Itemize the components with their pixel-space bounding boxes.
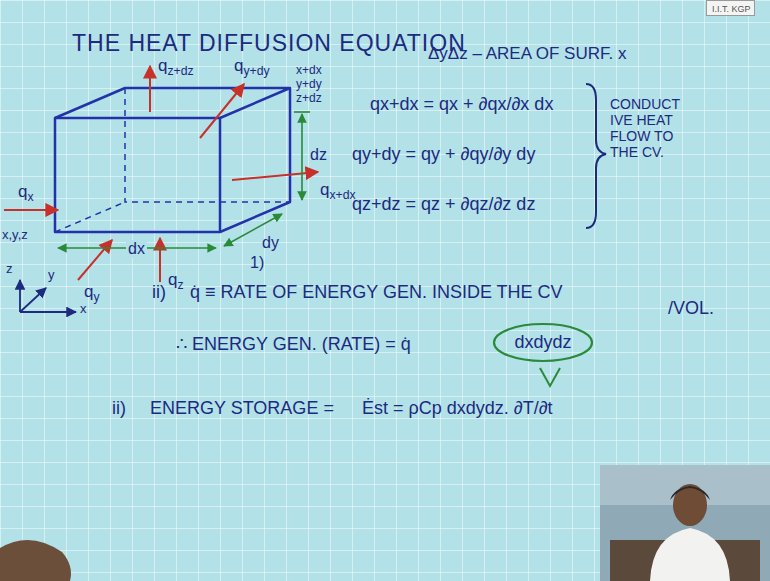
generation-definition: q̇ ≡ RATE OF ENERGY GEN. INSIDE THE CV <box>190 282 563 303</box>
extension-tick <box>294 111 310 113</box>
area-note: ΔyΔz – AREA OF SURF. x <box>428 44 626 64</box>
heat-arrow <box>200 84 244 138</box>
axis-label: y <box>48 268 55 283</box>
flux-label: qz+dz <box>158 56 194 76</box>
axis <box>19 280 21 312</box>
axis-label: x <box>80 302 87 317</box>
dimension-label: dx <box>126 240 147 258</box>
flux-equation: qx+dx = qx + ∂qx/∂x dx <box>370 94 553 115</box>
flux-label: qz <box>168 270 184 290</box>
flux-label: qx+dx <box>320 180 356 200</box>
logo-text: I.I.T. KGP <box>712 4 751 14</box>
flux-label: qx <box>18 182 34 202</box>
corner-coord: z+dz <box>296 92 322 106</box>
circled-term: dxdydz <box>492 322 594 363</box>
cube-front-face <box>55 118 220 232</box>
step-number: ii) <box>112 398 126 419</box>
flux-equation: qy+dy = qy + ∂qy/∂y dy <box>352 144 535 165</box>
hand-photo <box>0 540 71 581</box>
corner-coord: x+dx <box>296 64 322 78</box>
brace-note: CONDUCT IVE HEAT FLOW TO THE CV. <box>610 96 688 160</box>
dimension-label: dz <box>310 146 327 164</box>
generation-equation: ∴ ENERGY GEN. (RATE) = q̇ <box>176 334 411 355</box>
brace <box>586 84 606 228</box>
axis-label: z <box>6 262 13 277</box>
storage-label: ENERGY STORAGE = <box>150 398 334 419</box>
heat-arrow <box>232 172 318 180</box>
logo-box: I.I.T. KGP <box>706 0 755 16</box>
axis <box>20 288 46 312</box>
heat-arrow <box>4 209 58 211</box>
title: THE HEAT DIFFUSION EQUATION <box>72 30 466 56</box>
term-text: dxdydz <box>514 332 571 353</box>
generation-unit: /VOL. <box>668 298 714 319</box>
lecturer-video <box>600 465 770 581</box>
flux-equation: qz+dz = qz + ∂qz/∂z dz <box>352 194 535 215</box>
step-number: 1) <box>250 254 264 272</box>
storage-equation: Ėst = ρCp dxdydz. ∂T/∂t <box>362 398 553 419</box>
axis <box>20 311 76 313</box>
flux-label: qy+dy <box>234 56 270 76</box>
check-mark <box>540 368 560 386</box>
flux-label: qy <box>84 282 100 302</box>
step-number: ii) <box>152 282 166 303</box>
heat-arrow <box>159 238 161 282</box>
cube-edges <box>55 88 290 232</box>
heat-arrow <box>78 240 112 280</box>
dimension-line <box>301 114 303 200</box>
dimension-label: dy <box>262 234 279 252</box>
hidden-edges <box>55 88 290 232</box>
heat-arrow <box>149 66 151 112</box>
origin-coord: x,y,z <box>2 228 28 243</box>
corner-coord: y+dy <box>296 78 322 92</box>
